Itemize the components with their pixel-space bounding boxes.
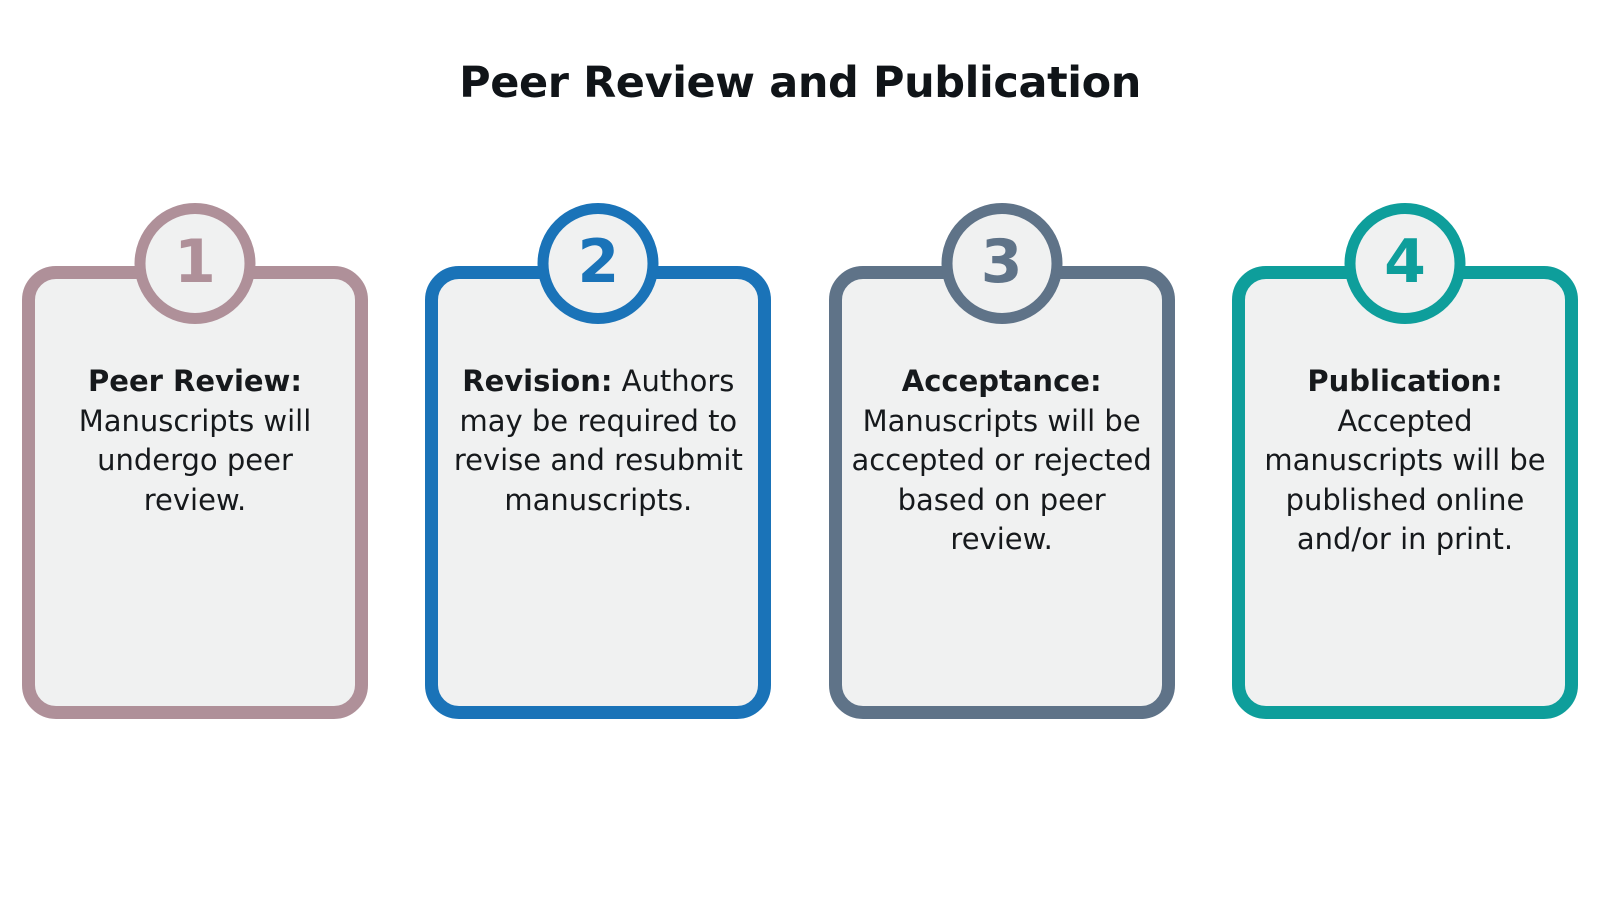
step-number-badge-4: 4 bbox=[1344, 203, 1466, 324]
step-card-1[interactable]: 1 Peer Review: Manuscripts will undergo … bbox=[22, 203, 368, 719]
step-number-2: 2 bbox=[577, 227, 620, 297]
step-label-4: Publication: bbox=[1307, 364, 1503, 398]
step-label-2: Revision: bbox=[462, 364, 613, 398]
step-card-2[interactable]: 2 Revision: Authors may be required to r… bbox=[425, 203, 772, 719]
step-number-badge-1: 1 bbox=[134, 203, 256, 324]
step-number-badge-3: 3 bbox=[941, 203, 1063, 324]
step-text-4: Publication: Accepted manuscripts will b… bbox=[1254, 362, 1556, 560]
step-card-3[interactable]: 3 Acceptance: Manuscripts will be accept… bbox=[828, 203, 1175, 719]
page-title: Peer Review and Publication bbox=[459, 58, 1141, 108]
step-description-4: Accepted manuscripts will be published o… bbox=[1264, 403, 1546, 557]
step-card-body-1 bbox=[22, 266, 368, 719]
step-label-3: Acceptance: bbox=[901, 364, 1102, 398]
step-card-4[interactable]: 4 Publication: Accepted manuscripts will… bbox=[1231, 203, 1578, 719]
step-number-4: 4 bbox=[1384, 227, 1426, 297]
step-number-badge-2: 2 bbox=[537, 203, 659, 324]
step-text-2: Revision: Authors may be required to rev… bbox=[447, 362, 749, 520]
step-description-2: Authors may be required to revise and re… bbox=[453, 364, 743, 517]
step-card-body-2 bbox=[425, 266, 772, 719]
steps-row: 1 Peer Review: Manuscripts will undergo … bbox=[22, 203, 1578, 723]
step-label-1: Peer Review: bbox=[88, 364, 302, 398]
step-text-1: Peer Review: Manuscripts will undergo pe… bbox=[44, 362, 346, 520]
step-card-body-4 bbox=[1231, 266, 1578, 719]
step-description-3: Manuscripts will be accepted or rejected… bbox=[851, 403, 1152, 557]
step-number-3: 3 bbox=[980, 227, 1023, 297]
step-card-body-3 bbox=[828, 266, 1175, 719]
step-text-3: Acceptance: Manuscripts will be accepted… bbox=[851, 362, 1153, 560]
step-number-1: 1 bbox=[174, 227, 216, 297]
step-description-1: Manuscripts will undergo peer review. bbox=[78, 403, 312, 517]
